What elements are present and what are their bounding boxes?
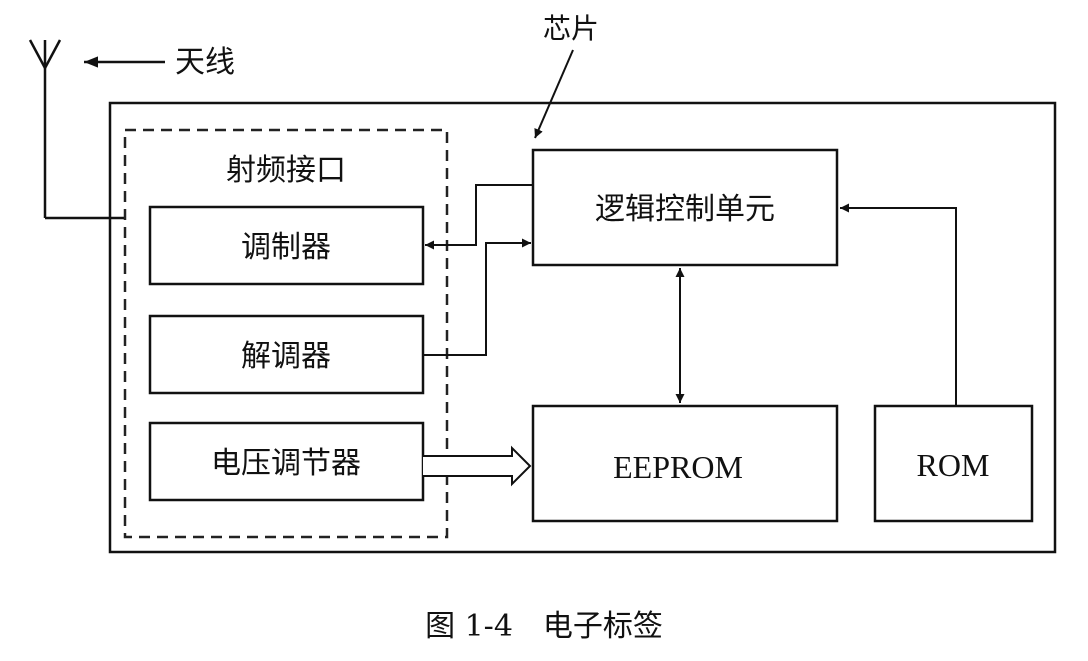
modulator-box (148, 205, 425, 286)
modulator-label: 调制器 (241, 230, 331, 265)
figure-caption: 图 1-4 电子标签 (425, 609, 663, 644)
rf-interface-group (123, 128, 449, 539)
demodulator-to-logic-arrow (423, 238, 531, 356)
rf-interface-label: 射频接口 (226, 153, 346, 188)
demodulator-label: 解调器 (241, 339, 331, 374)
chip-boundary (108, 101, 1057, 554)
logic-to-modulator-arrow (425, 184, 533, 250)
chip-pointer-arrow (534, 49, 574, 139)
logic-control-unit-box (531, 148, 839, 267)
rom-to-logic-arrow (840, 203, 957, 406)
voltage-supply-arrow (423, 445, 532, 487)
antenna-icon (28, 39, 125, 220)
logic-control-unit-label: 逻辑控制单元 (595, 192, 775, 227)
eeprom-box (531, 404, 839, 523)
eeprom-label: EEPROM (613, 449, 743, 485)
rom-label: ROM (917, 447, 990, 483)
chip-label: 芯片 (543, 12, 599, 45)
rom-box (873, 404, 1034, 523)
antenna-label: 天线 (175, 45, 235, 80)
voltage-regulator-label: 电压调节器 (211, 446, 361, 481)
